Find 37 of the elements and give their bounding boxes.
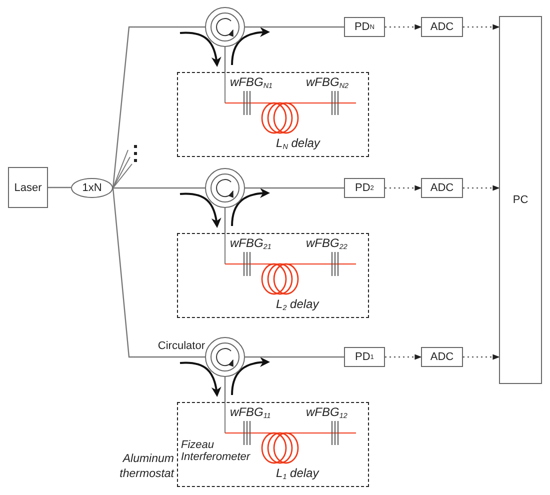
laser-box: Laser: [8, 167, 48, 208]
signal-arrow: [462, 24, 500, 30]
signal-arrow: [462, 185, 500, 191]
signal-arrow: [384, 24, 422, 30]
thermostat-label: Aluminum thermostat: [118, 452, 174, 482]
grating-label: wFBG$_{22}$: [306, 237, 348, 252]
interferometer-box: [177, 72, 369, 157]
grating-label: wFBG$_{12}$: [306, 406, 348, 420]
fiber-line: [48, 186, 71, 188]
grating-label: wFBG$_{N1}$: [230, 76, 273, 90]
signal-arrow: [384, 185, 422, 191]
signal-arrow: [462, 354, 500, 360]
grating-label: wFBG$_{11}$: [230, 406, 271, 420]
thermostat-box: [177, 402, 369, 487]
grating-label: wFBG$_{21}$: [230, 237, 272, 252]
delay-label: L$_{N}$ delay: [276, 137, 320, 152]
interferometer-box: [177, 233, 369, 318]
fiber-line: [112, 26, 205, 188]
fiber-line: [224, 208, 226, 233]
signal-arrow: [384, 354, 422, 360]
fiber-line: [245, 356, 344, 358]
adc-box: ADC: [421, 17, 463, 37]
fiber-line: [224, 377, 226, 402]
adc-box: ADC: [421, 347, 463, 367]
fiber-line: [113, 187, 205, 189]
fiber-line: [245, 26, 344, 28]
fiber-line: [245, 187, 344, 189]
pc-box: PC: [499, 16, 542, 384]
delay-label: L$_{1}$ delay: [276, 467, 319, 482]
grating-label: wFBG$_{N2}$: [306, 76, 349, 90]
delay-label: L$_{2}$ delay: [276, 298, 319, 312]
splitter-label: 1xN: [82, 182, 102, 194]
fiber-line: [112, 188, 205, 358]
fiber-line: [224, 47, 226, 72]
interferometer-label: Fizeau Interferometer: [181, 439, 252, 464]
circulator-label: Circulator: [156, 340, 205, 353]
adc-box: ADC: [421, 178, 463, 198]
